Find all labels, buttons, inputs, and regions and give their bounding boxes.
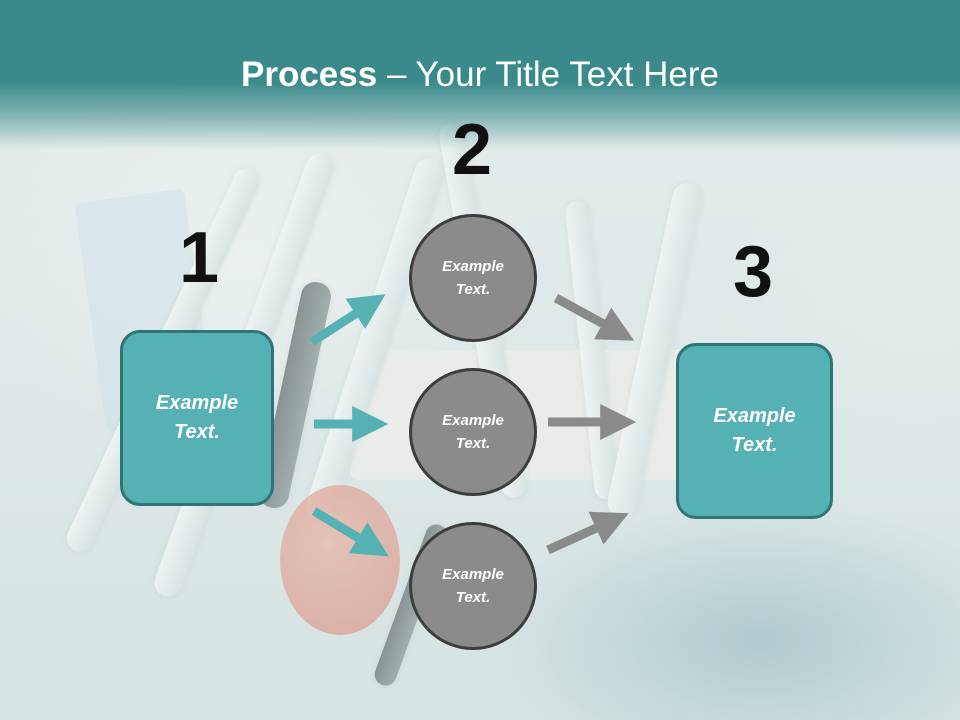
arrow-from-circle-1 (553, 294, 635, 341)
step-number-1: 1 (178, 218, 220, 298)
header-band (0, 0, 960, 150)
circle-2-text: Example Text. (442, 412, 504, 452)
step-number-2: 2 (451, 110, 493, 190)
arrow-to-circle-3 (311, 507, 389, 557)
slide-title: Process – Your Title Text Here (0, 54, 960, 96)
arrow-from-circle-3 (546, 511, 629, 555)
right-box-text: Example Text. (713, 405, 796, 456)
title-bold: Process (241, 55, 378, 94)
left-box-text: Example Text. (155, 392, 239, 443)
circle-3: Example Text. (409, 522, 537, 650)
circle-3-text: Example Text. (442, 566, 504, 606)
step-number-3: 3 (732, 232, 774, 312)
title-rest: – Your Title Text Here (377, 55, 719, 94)
circle-1-text: Example Text. (442, 258, 504, 298)
circle-2: Example Text. (409, 368, 537, 496)
arrow-to-circle-1 (309, 294, 386, 346)
background-lamp (280, 485, 400, 635)
right-box: Example Text. (676, 343, 833, 519)
left-box: Example Text. (120, 330, 274, 506)
circle-1: Example Text. (409, 214, 537, 342)
